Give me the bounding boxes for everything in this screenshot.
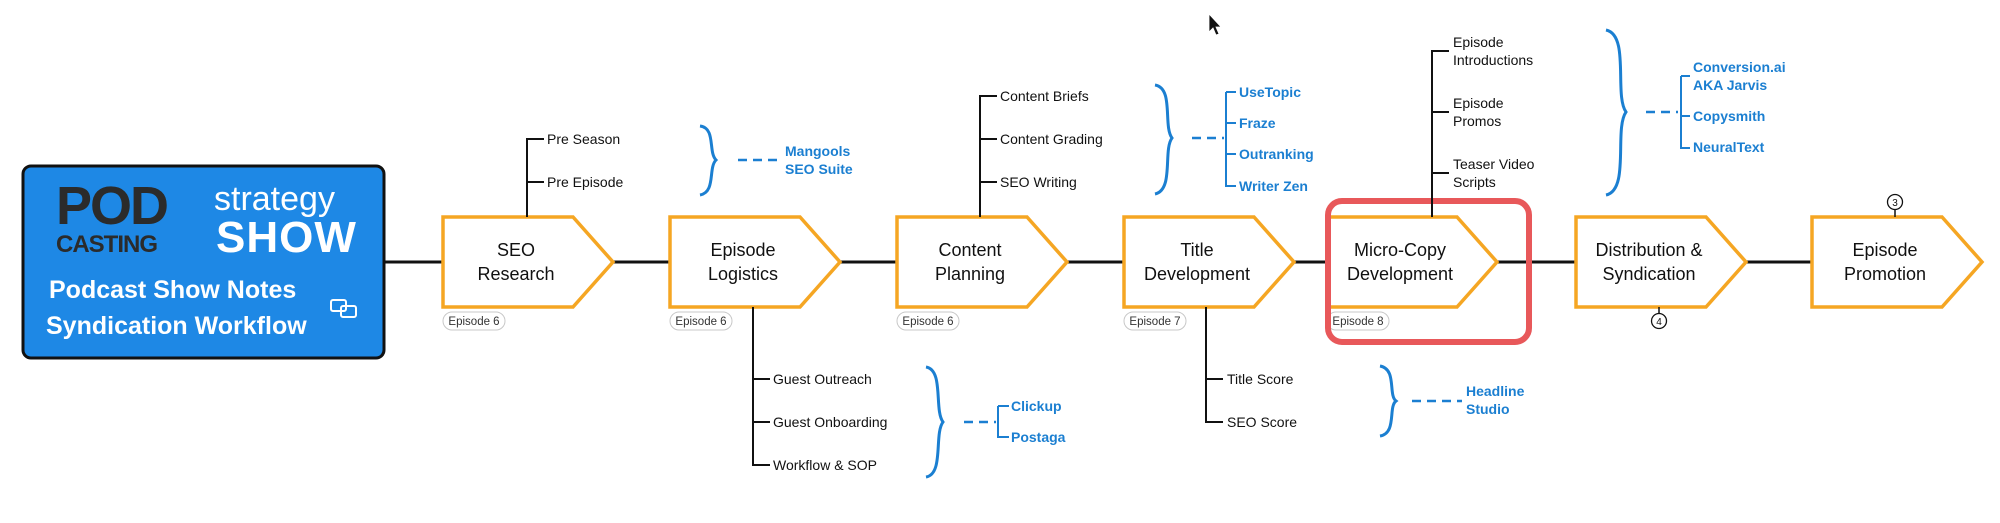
counter-promotion: 3: [1892, 198, 1898, 209]
tool-conversion-ai: Conversion.ai: [1693, 59, 1786, 75]
episode-badge-label: Episode 8: [1332, 316, 1383, 328]
logo-title-line1: Podcast Show Notes: [49, 276, 296, 304]
branch-title-score: Title Score: [1227, 371, 1294, 387]
branch-guest-onboarding: Guest Onboarding: [773, 414, 887, 430]
logo-title-line2: Syndication Workflow: [46, 312, 307, 340]
node-label-line2: Research: [477, 264, 554, 284]
node-shape: [895, 215, 1070, 309]
branch-seo-score: SEO Score: [1227, 414, 1297, 430]
counter-distribution-circle[interactable]: [1650, 312, 1668, 330]
node-shape: [668, 215, 843, 309]
node-label-line2: Development: [1144, 264, 1250, 284]
microcopy-branches: [1431, 50, 1449, 217]
branch-pre-season: Pre Season: [547, 131, 620, 147]
tool-clickup: Clickup: [1011, 398, 1062, 414]
node-shape: [1574, 215, 1749, 309]
node-label-line1: Title: [1180, 240, 1213, 260]
brace-logistics: [925, 365, 945, 479]
logo-show: SHOW: [216, 213, 357, 262]
episode-badge-label: Episode 6: [902, 316, 953, 328]
node-label-line1: Episode: [1852, 240, 1917, 260]
node-label-line1: Episode: [710, 240, 775, 260]
node-shape: [441, 215, 616, 309]
branch-pre-episode: Pre Episode: [547, 174, 623, 190]
tool-fraze: Fraze: [1239, 115, 1276, 131]
tree-content: [1225, 91, 1236, 187]
node-label-line2: Syndication: [1602, 264, 1695, 284]
node-label-line1: Micro-Copy: [1354, 240, 1446, 260]
brace-distribution: [1605, 28, 1628, 197]
node-label-line1: SEO: [497, 240, 535, 260]
brace-title: [1379, 364, 1399, 438]
content-branches: [979, 95, 997, 217]
node-label-line2: Logistics: [708, 264, 778, 284]
node-shape: [1810, 215, 1985, 309]
tree-distribution: [1680, 75, 1690, 149]
tool-headline: Headline: [1466, 383, 1525, 399]
counter-promotion-circle[interactable]: [1886, 193, 1904, 211]
episode-badge-label: Episode 6: [675, 316, 726, 328]
tool-mangools: Mangools: [785, 143, 851, 159]
node-label-line1: Distribution &: [1595, 240, 1702, 260]
logistics-branches: [752, 307, 770, 466]
node-distribution-syndication[interactable]: Distribution & Syndication: [1574, 215, 1749, 309]
node-shape: [1325, 215, 1500, 309]
branch-content-grading: Content Grading: [1000, 131, 1103, 147]
brace-content: [1154, 83, 1174, 196]
logo-panel: POD CASTING strategy SHOW Podcast Show N…: [21, 164, 386, 360]
episode-badge: [669, 311, 733, 331]
node-label-line2: Promotion: [1844, 264, 1926, 284]
tool-postaga: Postaga: [1011, 429, 1066, 445]
episode-badge: [442, 311, 506, 331]
logo-casting: CASTING: [56, 231, 157, 258]
tool-neuraltext: NeuralText: [1693, 139, 1765, 155]
episode-badge-label: Episode 7: [1129, 316, 1180, 328]
link-icon[interactable]: [330, 299, 357, 318]
node-label-line1: Content: [938, 240, 1001, 260]
seo-research-branches: [526, 138, 544, 217]
tree-logistics: [997, 405, 1009, 438]
tool-outranking: Outranking: [1239, 146, 1314, 162]
tool-seo-suite: SEO Suite: [785, 161, 853, 177]
title-branches: [1205, 307, 1223, 423]
node-label-line2: Planning: [935, 264, 1005, 284]
branch-episode-promos-1: Episode: [1453, 95, 1504, 111]
branch-episode-intro-2: Introductions: [1453, 52, 1533, 68]
episode-badge: [1123, 311, 1187, 331]
branch-content-briefs: Content Briefs: [1000, 88, 1089, 104]
logo-pod: POD: [56, 176, 167, 236]
highlight-frame: [1325, 198, 1532, 345]
branch-seo-writing: SEO Writing: [1000, 174, 1077, 190]
branch-guest-outreach: Guest Outreach: [773, 371, 872, 387]
counter-distribution: 4: [1656, 317, 1662, 328]
node-shape: [1122, 215, 1297, 309]
tool-copysmith: Copysmith: [1693, 108, 1765, 124]
branch-workflow-sop: Workflow & SOP: [773, 457, 877, 473]
node-label-line2: Development: [1347, 264, 1453, 284]
tool-aka-jarvis: AKA Jarvis: [1693, 77, 1767, 93]
mouse-cursor-icon: [1208, 12, 1222, 36]
branch-teaser-2: Scripts: [1453, 174, 1496, 190]
branch-episode-promos-2: Promos: [1453, 113, 1501, 129]
episode-badge: [896, 311, 960, 331]
tool-studio: Studio: [1466, 401, 1510, 417]
brace-seo: [699, 124, 719, 197]
branch-episode-intro-1: Episode: [1453, 34, 1504, 50]
tool-writer-zen: Writer Zen: [1239, 178, 1308, 194]
logo-strategy: strategy: [214, 180, 335, 218]
episode-badge-label: Episode 6: [448, 316, 499, 328]
branch-teaser-1: Teaser Video: [1453, 156, 1535, 172]
tool-usetopic: UseTopic: [1239, 84, 1301, 100]
